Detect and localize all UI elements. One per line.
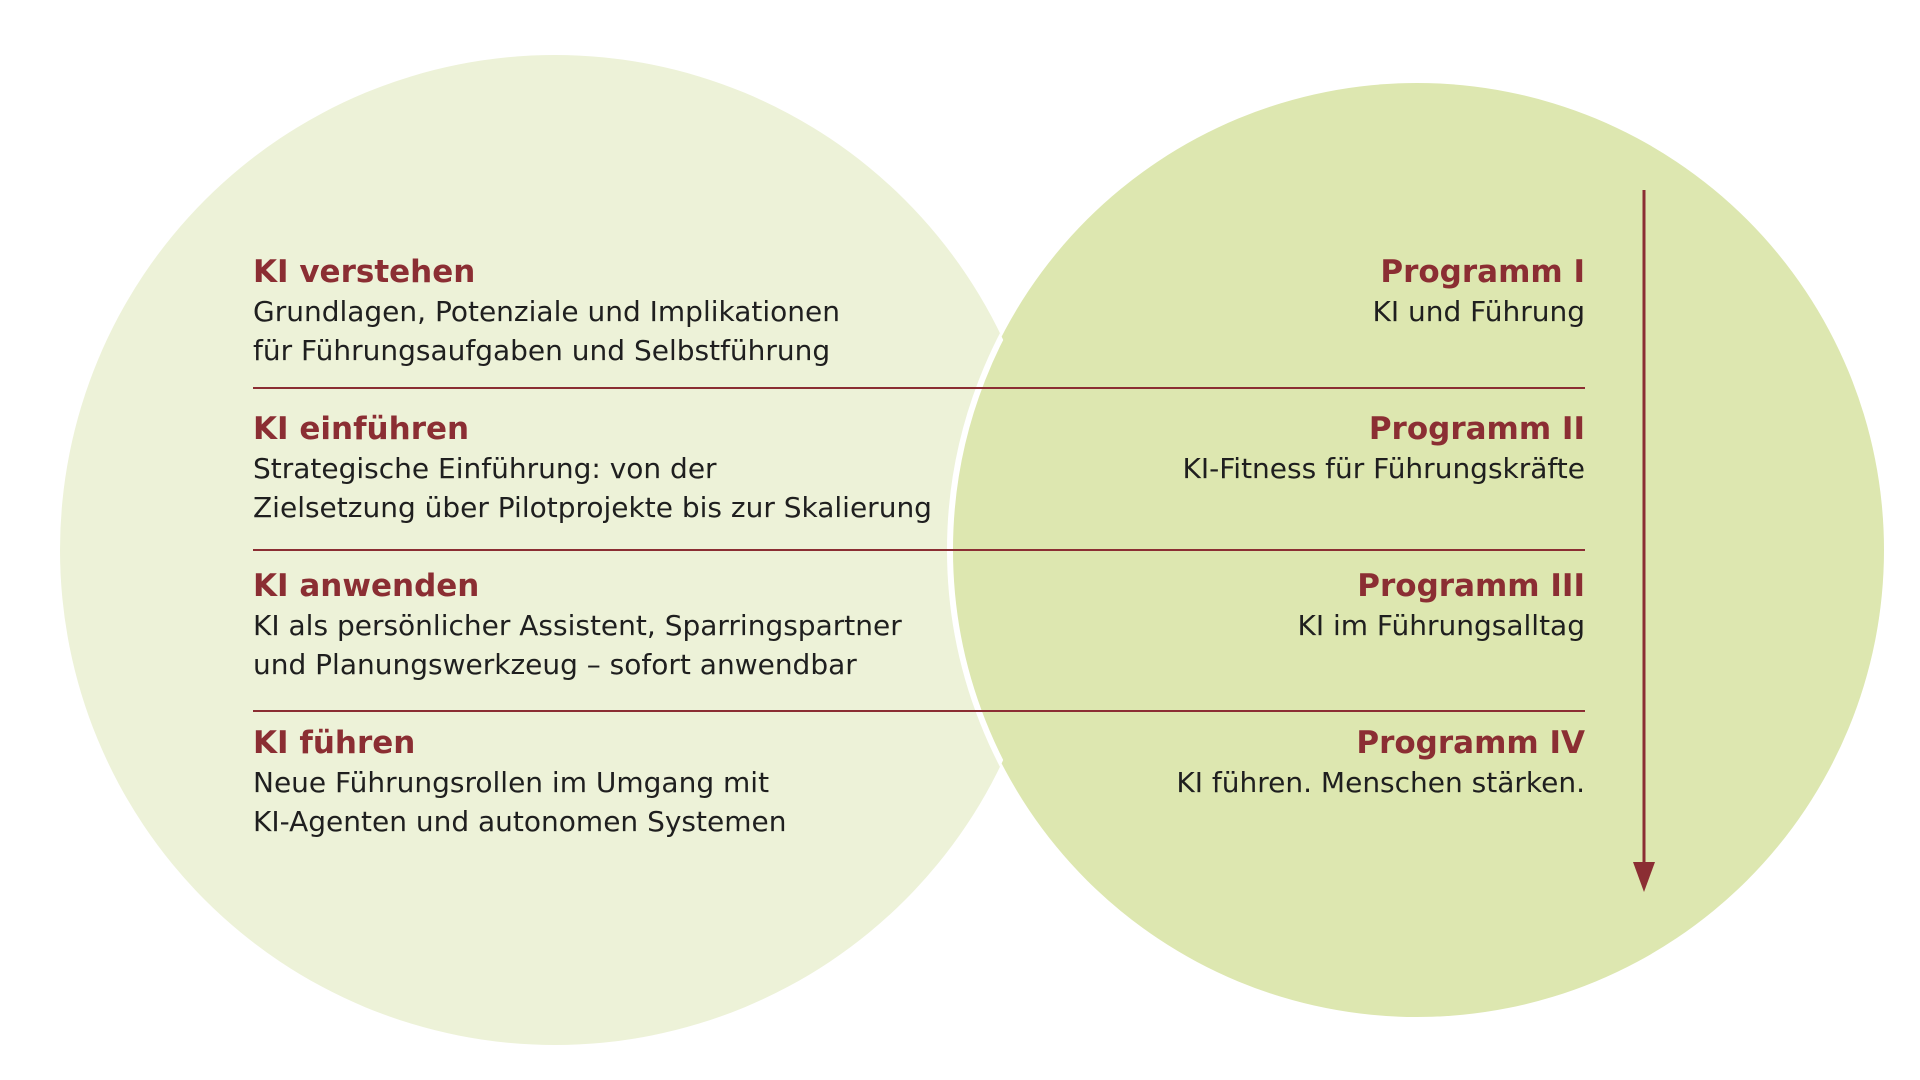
topic-block: KI einführen Strategische Einführung: vo… [253,409,1013,527]
row-ki-anwenden: KI anwenden KI als persönlicher Assisten… [253,566,1585,706]
topic-desc-line: Neue Führungsrollen im Umgang mit [253,766,770,799]
program-title: Programm I [1380,254,1585,290]
topic-desc-line: KI als persönlicher Assistent, Sparrings… [253,609,902,642]
program-block: Programm III KI im Führungsalltag [1025,566,1585,645]
progression-arrow-head [1633,862,1655,892]
program-title: Programm III [1357,568,1585,604]
program-block: Programm II KI-Fitness für Führungskräft… [1025,409,1586,488]
topic-title: KI anwenden [253,568,480,604]
program-block: Programm IV KI führen. Menschen stärken. [1025,723,1585,802]
row-ki-verstehen: KI verstehen Grundlagen, Potenziale und … [253,252,1585,392]
row-ki-einfuehren: KI einführen Strategische Einführung: vo… [253,409,1585,549]
row-ki-fuehren: KI führen Neue Führungsrollen im Umgang … [253,723,1585,863]
topic-title: KI einführen [253,411,470,447]
program-title: Programm IV [1356,725,1585,761]
topic-block: KI führen Neue Führungsrollen im Umgang … [253,723,1013,841]
program-title: Programm II [1368,411,1585,447]
topic-block: KI verstehen Grundlagen, Potenziale und … [253,252,1013,370]
topic-block: KI anwenden KI als persönlicher Assisten… [253,566,1013,684]
program-desc: KI führen. Menschen stärken. [1176,766,1585,799]
topic-desc-line: für Führungsaufgaben und Selbstführung [253,334,831,367]
topic-desc-line: und Planungswerkzeug – sofort anwendbar [253,648,857,681]
topic-title: KI führen [253,725,416,761]
topic-desc-line: Zielsetzung über Pilotprojekte bis zur S… [253,491,932,524]
topic-title: KI verstehen [253,254,476,290]
topic-desc-line: KI-Agenten und autonomen Systemen [253,805,787,838]
program-desc: KI im Führungsalltag [1297,609,1585,642]
topic-desc-line: Strategische Einführung: von der [253,452,717,485]
program-desc: KI-Fitness für Führungskräfte [1182,452,1586,485]
program-desc: KI und Führung [1372,295,1585,328]
program-block: Programm I KI und Führung [1025,252,1585,331]
topic-desc-line: Grundlagen, Potenziale und Implikationen [253,295,840,328]
